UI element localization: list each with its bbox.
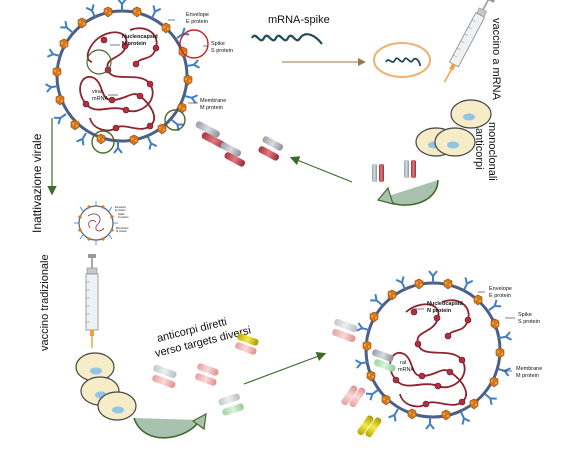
virus-bottom-mrna-label: mRNA (398, 367, 415, 373)
mrna-spike-label: mRNA-spike (268, 14, 330, 26)
virus-bottom-viral-label: ral (400, 360, 406, 366)
cells-mrna (415, 99, 492, 157)
virus-bottom-nucleocapsid-sub: N protein (427, 308, 452, 314)
mini-virus-label-2: E protein (115, 208, 126, 212)
virus-top-spike-highlight (179, 29, 209, 59)
nanoparticle-mrna-icon (385, 57, 421, 67)
virus-top: Envelope E protein Nucleocapsid N protei… (44, 0, 233, 154)
virus-bottom-spike-sub: S protein (518, 319, 540, 325)
virus-top-mrna-label: mRNA (92, 96, 109, 102)
mini-virus-label-1: Envelope (115, 205, 126, 209)
mini-virus-label-3: Spike (118, 212, 125, 216)
mini-virus-label-4: S protein (118, 215, 129, 219)
virus-top-envelope-sub: E protein (186, 19, 208, 25)
curved-arrow-traditional (133, 417, 201, 439)
cells-traditional (75, 352, 137, 421)
monoclonali-label: monoclonali (486, 122, 498, 181)
anticorpi-label: anticorpi (473, 128, 485, 170)
inattivazione-label: Inattivazione virale (30, 133, 44, 233)
virus-top-rna-highlight (86, 49, 112, 75)
virus-bottom-membrane-label: Membrane (516, 366, 542, 372)
virus-bottom: Envelope E protein Nucleocapsid N protei… (332, 270, 542, 438)
monoclonal-antibodies (372, 160, 416, 182)
virus-top-spike-sub: S protein (211, 48, 233, 54)
vaccino-tradizionale-label: vaccino tradizionale (39, 254, 51, 351)
mini-virus-label-5: Membrane (116, 226, 129, 230)
virus-bottom-envelope-sub: E protein (489, 293, 511, 299)
virus-top-protein-highlight-left (91, 130, 115, 154)
virus-top-envelope-proteins (52, 6, 193, 146)
polyclonal-antibodies (152, 333, 259, 416)
virus-top-nucleocapsid-sub: N protein (122, 41, 147, 47)
arrow-polyclonal-to-virus (243, 352, 327, 385)
mrna-strand-icon (251, 33, 323, 45)
virus-bottom-nucleocapsid-label: Nucleocapsid (427, 301, 463, 307)
virus-top-protein-highlight-right (164, 109, 186, 131)
syringe-traditional (85, 254, 99, 348)
vaccino-mrna-label: vaccino a mRNA (490, 18, 502, 101)
virus-top-membrane-label: Membrane (200, 98, 226, 104)
virus-top-spike-label: Spike (211, 41, 225, 47)
curved-arrow-mrna-head (376, 186, 394, 205)
virus-top-membrane-sub: M protein (200, 105, 223, 111)
virus-top-envelope-label: Envelope (186, 12, 209, 18)
virus-top-viral-label: viral (92, 89, 102, 95)
virus-bottom-rna-strand (389, 299, 470, 408)
virus-bottom-bound-antibodies (332, 318, 396, 438)
mini-virus: Envelope E protein Spike S protein Membr… (74, 201, 129, 245)
virus-bottom-envelope-label: Envelope (489, 286, 512, 292)
virus-bottom-spike-label: Spike (518, 312, 532, 318)
antibodies-cluster-top (195, 121, 284, 167)
virus-bottom-membrane-sub: M protein (516, 373, 539, 379)
curved-arrow-traditional-head (191, 412, 207, 431)
syringe-mrna (443, 0, 495, 83)
mini-virus-label-6: M protein (116, 229, 127, 233)
virus-top-nucleocapsid-label: Nucleocapsid (122, 34, 158, 40)
arrow-antibodies-to-virus (289, 156, 353, 183)
lipid-nanoparticle (373, 42, 431, 78)
